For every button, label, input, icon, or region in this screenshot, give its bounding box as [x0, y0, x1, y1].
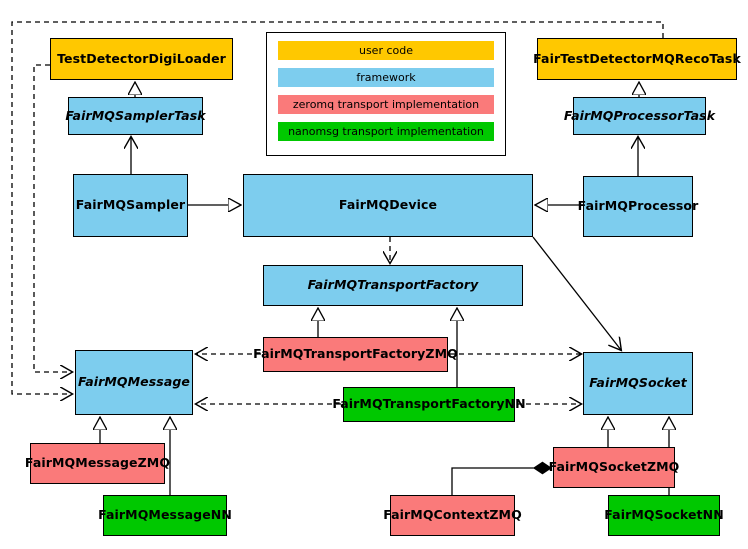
- node-label: FairMQSocketNN: [604, 507, 724, 523]
- node-label: FairMQMessageNN: [98, 507, 232, 523]
- legend-item-user-code: user code: [278, 41, 494, 60]
- node-label: TestDetectorDigiLoader: [57, 50, 226, 66]
- node-label: FairMQMessageZMQ: [24, 455, 171, 471]
- node-fair-mq-processor[interactable]: FairMQProcessor: [578, 176, 698, 237]
- node-label: FairMQSocket: [589, 375, 687, 391]
- node-label: FairMQSocketZMQ: [548, 459, 680, 475]
- node-fair-test-detector-mq-reco-task[interactable]: FairTestDetectorMQRecoTask: [533, 38, 741, 80]
- node-test-detector-digi-loader[interactable]: TestDetectorDigiLoader: [50, 38, 233, 80]
- node-fair-mq-socket-nn[interactable]: FairMQSocketNN: [604, 495, 724, 536]
- node-fair-mq-processor-task[interactable]: FairMQProcessorTask: [564, 97, 715, 135]
- node-fair-mq-sampler[interactable]: FairMQSampler: [73, 174, 188, 237]
- node-fair-mq-message-nn[interactable]: FairMQMessageNN: [98, 495, 232, 536]
- legend-label: nanomsg transport implementation: [288, 125, 484, 138]
- legend-label: framework: [356, 71, 416, 84]
- node-label: FairMQDevice: [338, 197, 438, 213]
- node-fair-mq-message[interactable]: FairMQMessage: [75, 350, 193, 415]
- node-label: FairMQSamplerTask: [65, 107, 206, 123]
- node-label: FairMQProcessorTask: [563, 107, 716, 123]
- node-label: FairMQTransportFactory: [307, 277, 479, 293]
- node-fair-mq-socket-zmq[interactable]: FairMQSocketZMQ: [549, 447, 679, 488]
- node-fair-mq-socket[interactable]: FairMQSocket: [583, 352, 693, 415]
- legend-label: user code: [358, 44, 414, 57]
- legend-label: zeromq transport implementation: [292, 98, 480, 111]
- node-fair-mq-transport-factory[interactable]: FairMQTransportFactory: [263, 265, 523, 306]
- node-fair-mq-context-zmq[interactable]: FairMQContextZMQ: [383, 495, 522, 536]
- edge-device-socket: [532, 236, 621, 350]
- node-fair-mq-device[interactable]: FairMQDevice: [243, 174, 533, 237]
- legend-item-framework: framework: [278, 68, 494, 87]
- edge-contextzmq-socketzmq: [451, 468, 551, 495]
- node-fair-mq-message-zmq[interactable]: FairMQMessageZMQ: [25, 443, 170, 484]
- node-label: FairTestDetectorMQRecoTask: [533, 50, 741, 66]
- node-label: FairMQMessage: [77, 374, 190, 390]
- node-label: FairMQContextZMQ: [383, 507, 522, 523]
- legend-item-nanomsg: nanomsg transport implementation: [278, 122, 494, 141]
- node-fair-mq-transport-factory-nn[interactable]: FairMQTransportFactoryNN: [332, 387, 526, 422]
- node-fair-mq-transport-factory-zmq[interactable]: FairMQTransportFactoryZMQ: [253, 337, 458, 372]
- node-label: FairMQTransportFactoryZMQ: [253, 346, 458, 362]
- legend: user code framework zeromq transport imp…: [266, 32, 506, 156]
- node-label: FairMQTransportFactoryNN: [332, 396, 526, 412]
- node-label: FairMQSampler: [75, 197, 186, 213]
- node-fair-mq-sampler-task[interactable]: FairMQSamplerTask: [65, 97, 206, 135]
- legend-item-zeromq: zeromq transport implementation: [278, 95, 494, 114]
- node-label: FairMQProcessor: [577, 198, 699, 214]
